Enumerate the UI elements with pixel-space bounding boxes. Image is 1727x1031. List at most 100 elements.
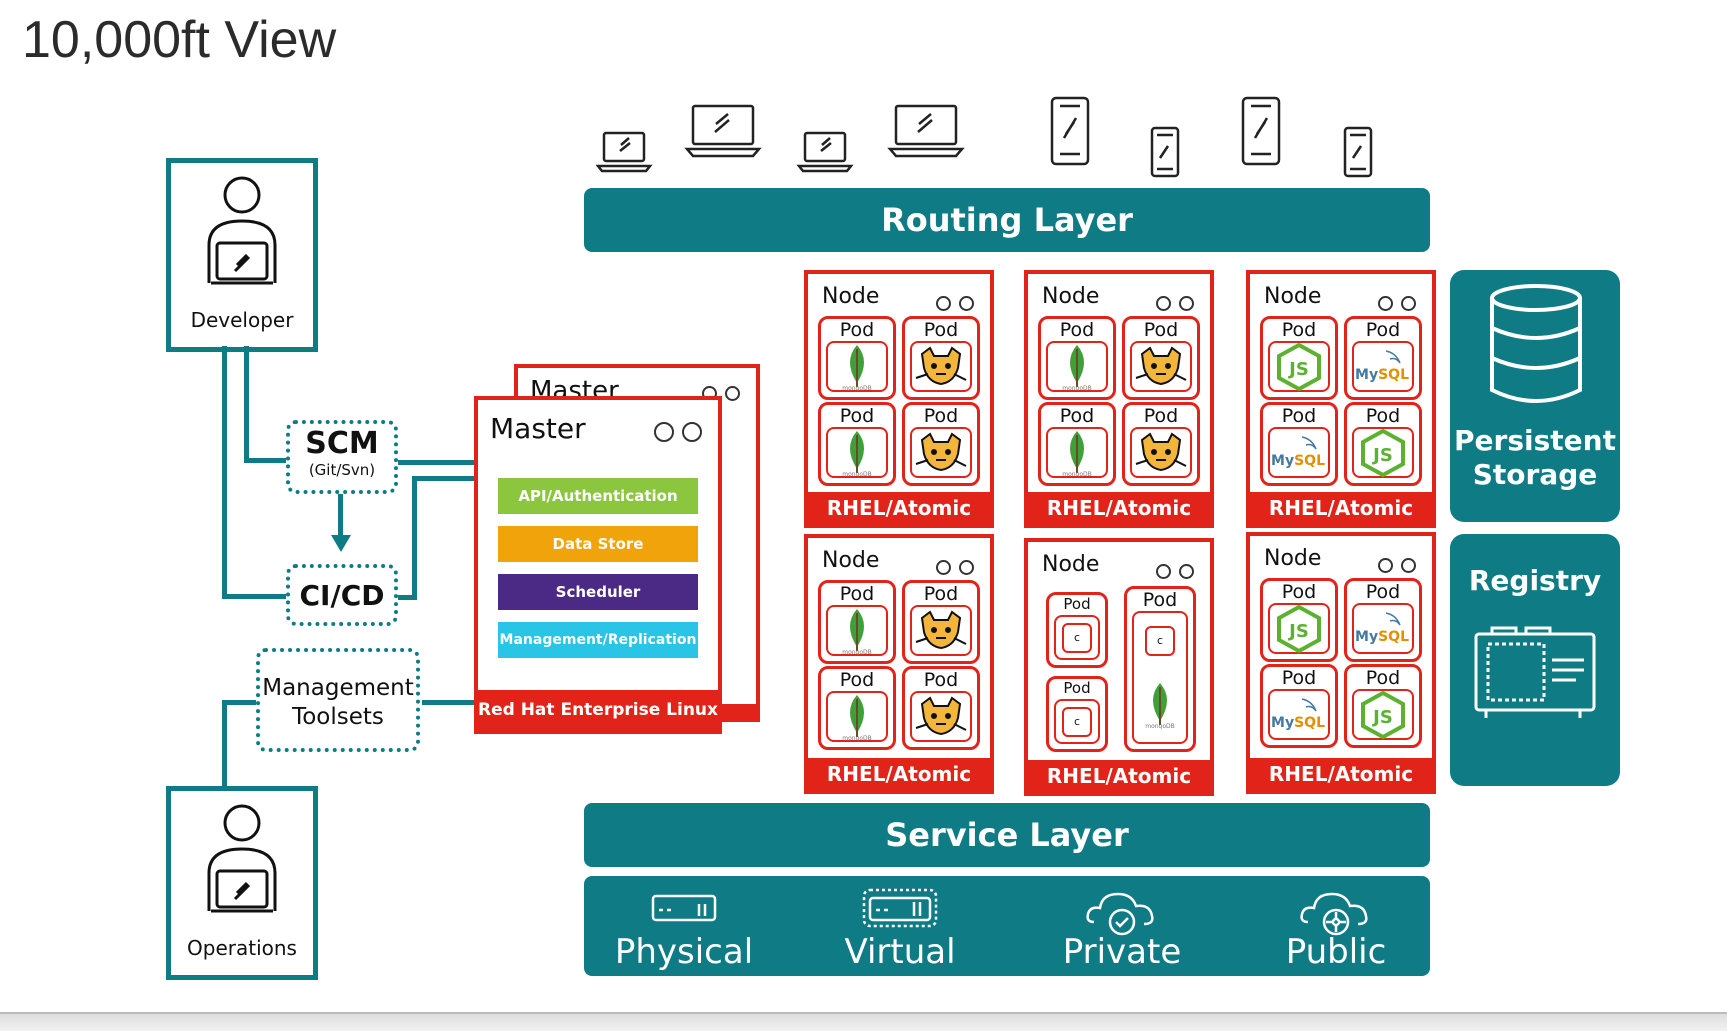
pod-label: Pod (1365, 319, 1401, 341)
pod: Pod (902, 580, 980, 664)
pod-label: Pod (839, 405, 875, 427)
infra-private-label: Private (1062, 932, 1182, 972)
node-title: Node (1042, 552, 1100, 577)
nodejs-icon: JS (1361, 690, 1405, 739)
pod-label: Pod (839, 583, 875, 605)
pod-label: Pod (1063, 595, 1091, 613)
svg-text:JS: JS (1371, 707, 1393, 728)
pod: Pod c (1046, 592, 1108, 668)
infra-physical-label: Physical (614, 932, 754, 972)
connector (396, 460, 476, 465)
persistent-storage-panel: Persistent Storage (1450, 270, 1620, 522)
pod-label: Pod (1059, 405, 1095, 427)
pod-label: Pod (923, 669, 959, 691)
svg-text:JS: JS (1371, 445, 1393, 466)
pod: Pod mongoDB (818, 666, 896, 750)
svg-text:mongoDB: mongoDB (842, 471, 872, 477)
master-footer: Red Hat Enterprise Linux (478, 690, 718, 730)
node-status-dots (1370, 558, 1416, 578)
pod: Pod (902, 666, 980, 750)
mongodb-icon: mongoDB (842, 430, 872, 477)
nodejs-icon: JS (1277, 342, 1321, 391)
pod-label: Pod (1281, 319, 1317, 341)
node-status-dots (1148, 296, 1194, 316)
connector (338, 490, 343, 538)
infra-virtual: Virtual (800, 876, 1000, 976)
svg-text:mongoDB: mongoDB (842, 735, 872, 741)
pod: Pod mongoDB (1038, 402, 1116, 486)
scm-box: SCM (Git/Svn) (286, 420, 398, 494)
node-footer: RHEL/Atomic (1028, 760, 1210, 792)
pod: Pod (902, 402, 980, 486)
pod-label: Pod (923, 405, 959, 427)
pod-label: Pod (923, 319, 959, 341)
pod-label: Pod (1142, 589, 1178, 611)
svg-text:JS: JS (1287, 621, 1309, 642)
pod: Pod mongoDB (818, 402, 896, 486)
svg-text:MySQL: MySQL (1272, 715, 1325, 731)
mysql-icon: MySQL (1356, 611, 1409, 645)
management-toolsets-line2: Toolsets (292, 704, 384, 730)
svg-text:mongoDB: mongoDB (842, 385, 872, 391)
container-icon: c (1145, 625, 1175, 656)
svg-text:mongoDB: mongoDB (1145, 723, 1175, 729)
mongodb-icon: mongoDB (1145, 683, 1175, 729)
pod-label: Pod (1059, 319, 1095, 341)
client-devices-icon (596, 104, 965, 173)
svg-text:MySQL: MySQL (1356, 367, 1409, 383)
container-icon: c (1062, 706, 1092, 737)
pod-label: Pod (1281, 581, 1317, 603)
pod-label: Pod (1365, 667, 1401, 689)
node-footer: RHEL/Atomic (808, 492, 990, 524)
operations-icon (207, 804, 277, 913)
connector (412, 476, 417, 600)
infrastructure-panel: Physical Virtual Private Public (584, 876, 1430, 976)
mobile-devices-icon (1050, 96, 1373, 178)
tomcat-icon (915, 345, 967, 385)
container-icon: c (1062, 622, 1092, 653)
master-scheduler: Scheduler (498, 574, 698, 610)
node-title: Node (822, 284, 880, 309)
pod-label: Pod (1143, 319, 1179, 341)
svg-text:MySQL: MySQL (1356, 629, 1409, 645)
infra-public-label: Public (1285, 932, 1387, 972)
node-footer: RHEL/Atomic (1250, 758, 1432, 790)
pod-label: Pod (1143, 405, 1179, 427)
node-title: Node (822, 548, 880, 573)
page-title: 10,000ft View (22, 11, 337, 69)
operations-label: Operations (187, 936, 297, 960)
svg-text:JS: JS (1287, 359, 1309, 380)
bottom-border (0, 1012, 1727, 1031)
tomcat-icon (915, 609, 967, 649)
connector (422, 700, 476, 705)
public-cloud-icon (1300, 892, 1368, 936)
infra-virtual-label: Virtual (844, 932, 956, 972)
svg-text:mongoDB: mongoDB (1062, 385, 1092, 391)
server-icon (651, 894, 717, 922)
tomcat-icon (1135, 345, 1187, 385)
routing-layer: Routing Layer (584, 188, 1430, 252)
pod-label: Pod (1281, 405, 1317, 427)
node-status-dots (1370, 296, 1416, 316)
nodejs-icon: JS (1277, 604, 1321, 653)
pod-label: Pod (839, 669, 875, 691)
pod: Pod (1122, 316, 1200, 400)
node-footer: RHEL/Atomic (1250, 492, 1432, 524)
connector (244, 346, 249, 462)
operations-box: Operations (166, 786, 318, 980)
pod-label: Pod (1365, 405, 1401, 427)
tomcat-icon (1135, 431, 1187, 471)
tomcat-icon (915, 431, 967, 471)
svg-text:mongoDB: mongoDB (1062, 471, 1092, 477)
developer-icon (207, 176, 277, 285)
management-toolsets-box: Management Toolsets (256, 648, 420, 752)
connector (222, 700, 258, 705)
connector (412, 476, 476, 481)
